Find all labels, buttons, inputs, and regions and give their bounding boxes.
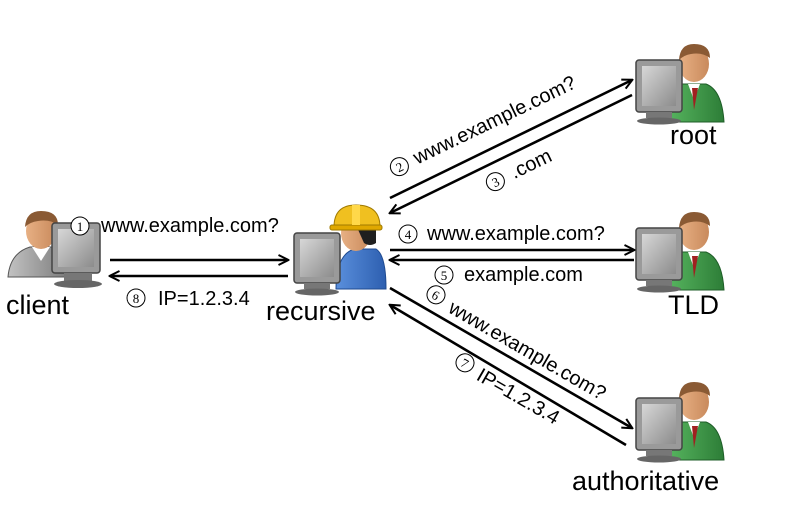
step-8-text: IP=1.2.3.4 — [158, 288, 250, 310]
step-4-number: 4 — [405, 227, 412, 242]
recursive-icon — [293, 204, 387, 296]
step-6-badge — [426, 285, 446, 305]
client-icon — [7, 211, 102, 288]
step-1-badge — [70, 216, 90, 236]
step-4-text: www.example.com? — [426, 223, 605, 245]
arrow-step-6 — [389, 286, 632, 428]
step-2-badge — [389, 157, 409, 177]
step-1-text: www.example.com? — [100, 215, 279, 237]
step-4: 4 www.example.com? — [398, 223, 605, 245]
step-8-badge — [126, 288, 146, 308]
step-1-number: 1 — [77, 219, 84, 234]
step-3-text: .com — [507, 145, 556, 184]
step-3-badge — [485, 172, 505, 192]
step-7-badge — [455, 353, 475, 373]
step-3: 3 .com — [485, 145, 556, 192]
recursive-label: recursive — [266, 296, 376, 326]
step-5: 5 example.com — [434, 264, 583, 286]
step-8-number: 8 — [133, 291, 140, 306]
tld-icon — [635, 212, 725, 293]
arrow-step-7 — [390, 305, 627, 447]
step-8: 8 IP=1.2.3.4 — [126, 288, 250, 310]
client-label: client — [6, 290, 70, 320]
step-4-badge — [398, 224, 418, 244]
arrow-step-3 — [390, 93, 633, 213]
authoritative-label: authoritative — [572, 466, 719, 496]
arrow-step-2 — [389, 80, 632, 200]
root-label: root — [670, 120, 717, 150]
step-5-badge — [434, 265, 454, 285]
step-2-text: www.example.com? — [409, 72, 580, 170]
tld-label: TLD — [668, 290, 719, 320]
root-icon — [635, 44, 725, 125]
step-5-text: example.com — [464, 264, 583, 286]
step-5-number: 5 — [441, 268, 448, 283]
step-1: 1 www.example.com? — [70, 215, 279, 237]
authoritative-icon — [635, 382, 725, 463]
